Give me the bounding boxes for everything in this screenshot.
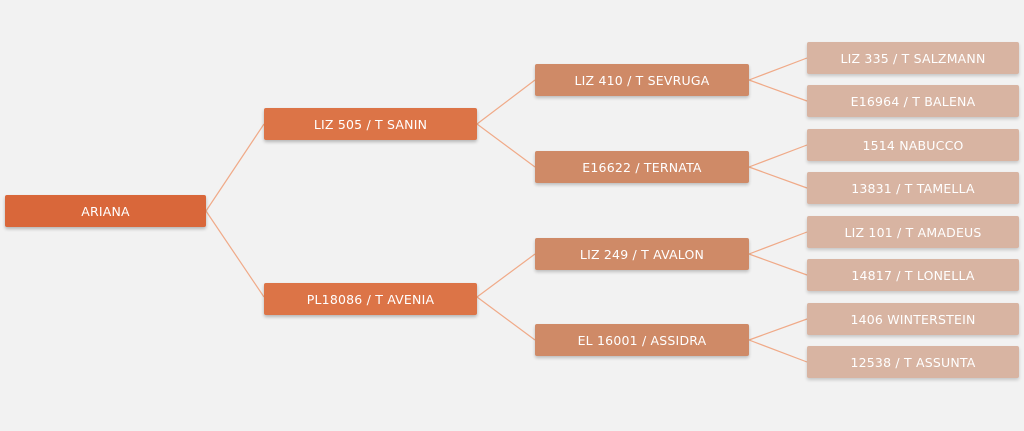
- great-grandparent-node: 1406 WINTERSTEIN: [807, 303, 1019, 335]
- node-label: LIZ 249 / T AVALON: [579, 246, 705, 262]
- connector-line: [205, 210, 265, 298]
- root-node: ARIANA: [5, 195, 206, 227]
- connector-line: [748, 144, 808, 168]
- node-label: EL 16001 / ASSIDRA: [577, 332, 707, 348]
- connector-line: [748, 339, 808, 363]
- node-label: 14817 / T LONELLA: [851, 267, 975, 283]
- great-grandparent-node: 1514 NABUCCO: [807, 129, 1019, 161]
- connector-line: [476, 296, 536, 341]
- node-label: LIZ 505 / T SANIN: [313, 116, 428, 132]
- connector-line: [476, 253, 536, 298]
- node-label: LIZ 410 / T SEVRUGA: [574, 72, 710, 88]
- sire-node: LIZ 505 / T SANIN: [264, 108, 477, 140]
- connector-line: [748, 79, 808, 102]
- great-grandparent-node: 14817 / T LONELLA: [807, 259, 1019, 291]
- connector-line: [476, 79, 536, 125]
- great-grandparent-node: 12538 / T ASSUNTA: [807, 346, 1019, 378]
- node-label: PL18086 / T AVENIA: [306, 291, 435, 307]
- sire-dam-node: E16622 / TERNATA: [535, 151, 749, 183]
- connector-line: [476, 123, 536, 168]
- great-grandparent-node: LIZ 335 / T SALZMANN: [807, 42, 1019, 74]
- great-grandparent-node: LIZ 101 / T AMADEUS: [807, 216, 1019, 248]
- node-label: ARIANA: [81, 203, 130, 219]
- dam-dam-node: EL 16001 / ASSIDRA: [535, 324, 749, 356]
- node-label: 1514 NABUCCO: [862, 137, 964, 153]
- connector-line: [205, 123, 265, 212]
- node-label: 12538 / T ASSUNTA: [850, 354, 976, 370]
- dam-node: PL18086 / T AVENIA: [264, 283, 477, 315]
- connector-line: [748, 57, 808, 81]
- connector-line: [748, 231, 808, 255]
- connector-line: [748, 166, 808, 189]
- connector-line: [748, 318, 808, 341]
- great-grandparent-node: 13831 / T TAMELLA: [807, 172, 1019, 204]
- node-label: E16622 / TERNATA: [582, 159, 702, 175]
- connector-line: [748, 253, 808, 276]
- great-grandparent-node: E16964 / T BALENA: [807, 85, 1019, 117]
- sire-sire-node: LIZ 410 / T SEVRUGA: [535, 64, 749, 96]
- dam-sire-node: LIZ 249 / T AVALON: [535, 238, 749, 270]
- node-label: E16964 / T BALENA: [850, 93, 976, 109]
- node-label: LIZ 335 / T SALZMANN: [840, 50, 986, 66]
- node-label: 1406 WINTERSTEIN: [850, 311, 976, 327]
- node-label: LIZ 101 / T AMADEUS: [844, 224, 982, 240]
- node-label: 13831 / T TAMELLA: [851, 180, 975, 196]
